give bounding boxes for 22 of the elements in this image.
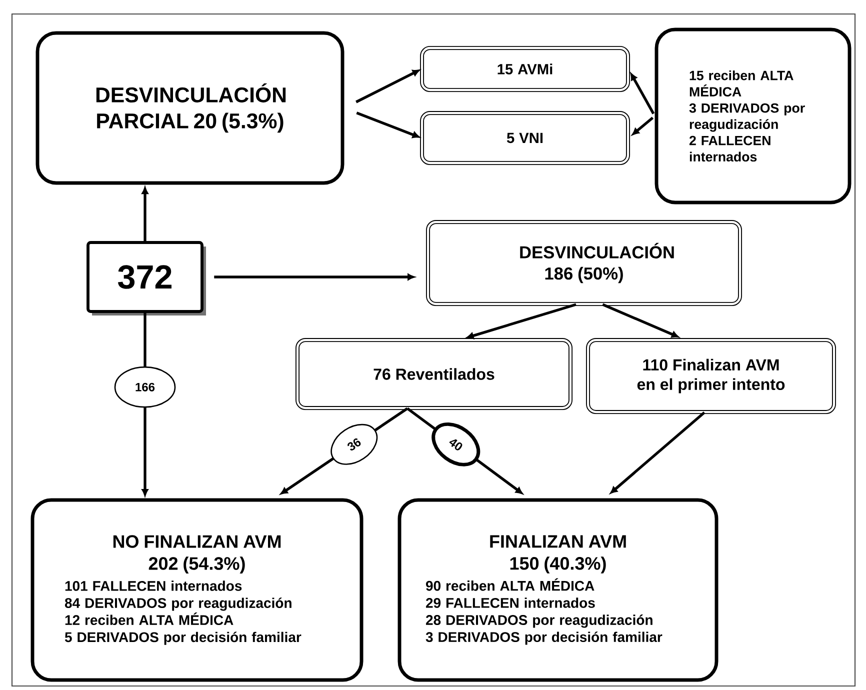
process-box: 76 Reventilados xyxy=(296,338,572,410)
edge-label: 36 xyxy=(330,424,378,465)
arrow xyxy=(356,70,420,104)
process-box: DESVINCULACIÓN 186 (50%) xyxy=(426,220,742,306)
outcome-box: NO FINALIZAN AVM 202 (54.3%) 101 FALLECEN internados 84 DERIVADOS por reagudización 12 reciben ALTA MÉDICA 5 DERIVADOS por decisión familiar xyxy=(30,498,364,682)
total-box: 372 xyxy=(86,241,206,316)
arrow xyxy=(142,187,148,242)
process-box: DESVINCULACIÓN PARCIAL 20 (5.3%) xyxy=(36,31,344,185)
outcome-box: 15 reciben ALTA MÉDICA 3 DERIVADOS por reagudización 2 FALLECEN internados xyxy=(654,28,852,204)
arrow xyxy=(214,274,414,280)
process-box: 110 Finalizan AVM en el primer intento xyxy=(586,338,836,414)
arrow xyxy=(630,73,655,114)
arrow xyxy=(602,303,678,338)
arrow xyxy=(356,112,420,138)
edge-label: 166 xyxy=(114,366,176,408)
arrow xyxy=(610,411,706,494)
edge-label: 40 xyxy=(432,422,480,466)
arrow xyxy=(466,303,576,340)
arrow xyxy=(632,116,654,136)
outcome-box: FINALIZAN AVM 150 (40.3%) 90 reciben ALTA MÉDICA 29 FALLECEN internados 28 DERIVADOS por reagudización 3 DERIVADOS por decisión familiar xyxy=(398,498,718,682)
process-box: 15 AVMi xyxy=(420,46,630,92)
process-box: 5 VNI xyxy=(420,111,630,165)
